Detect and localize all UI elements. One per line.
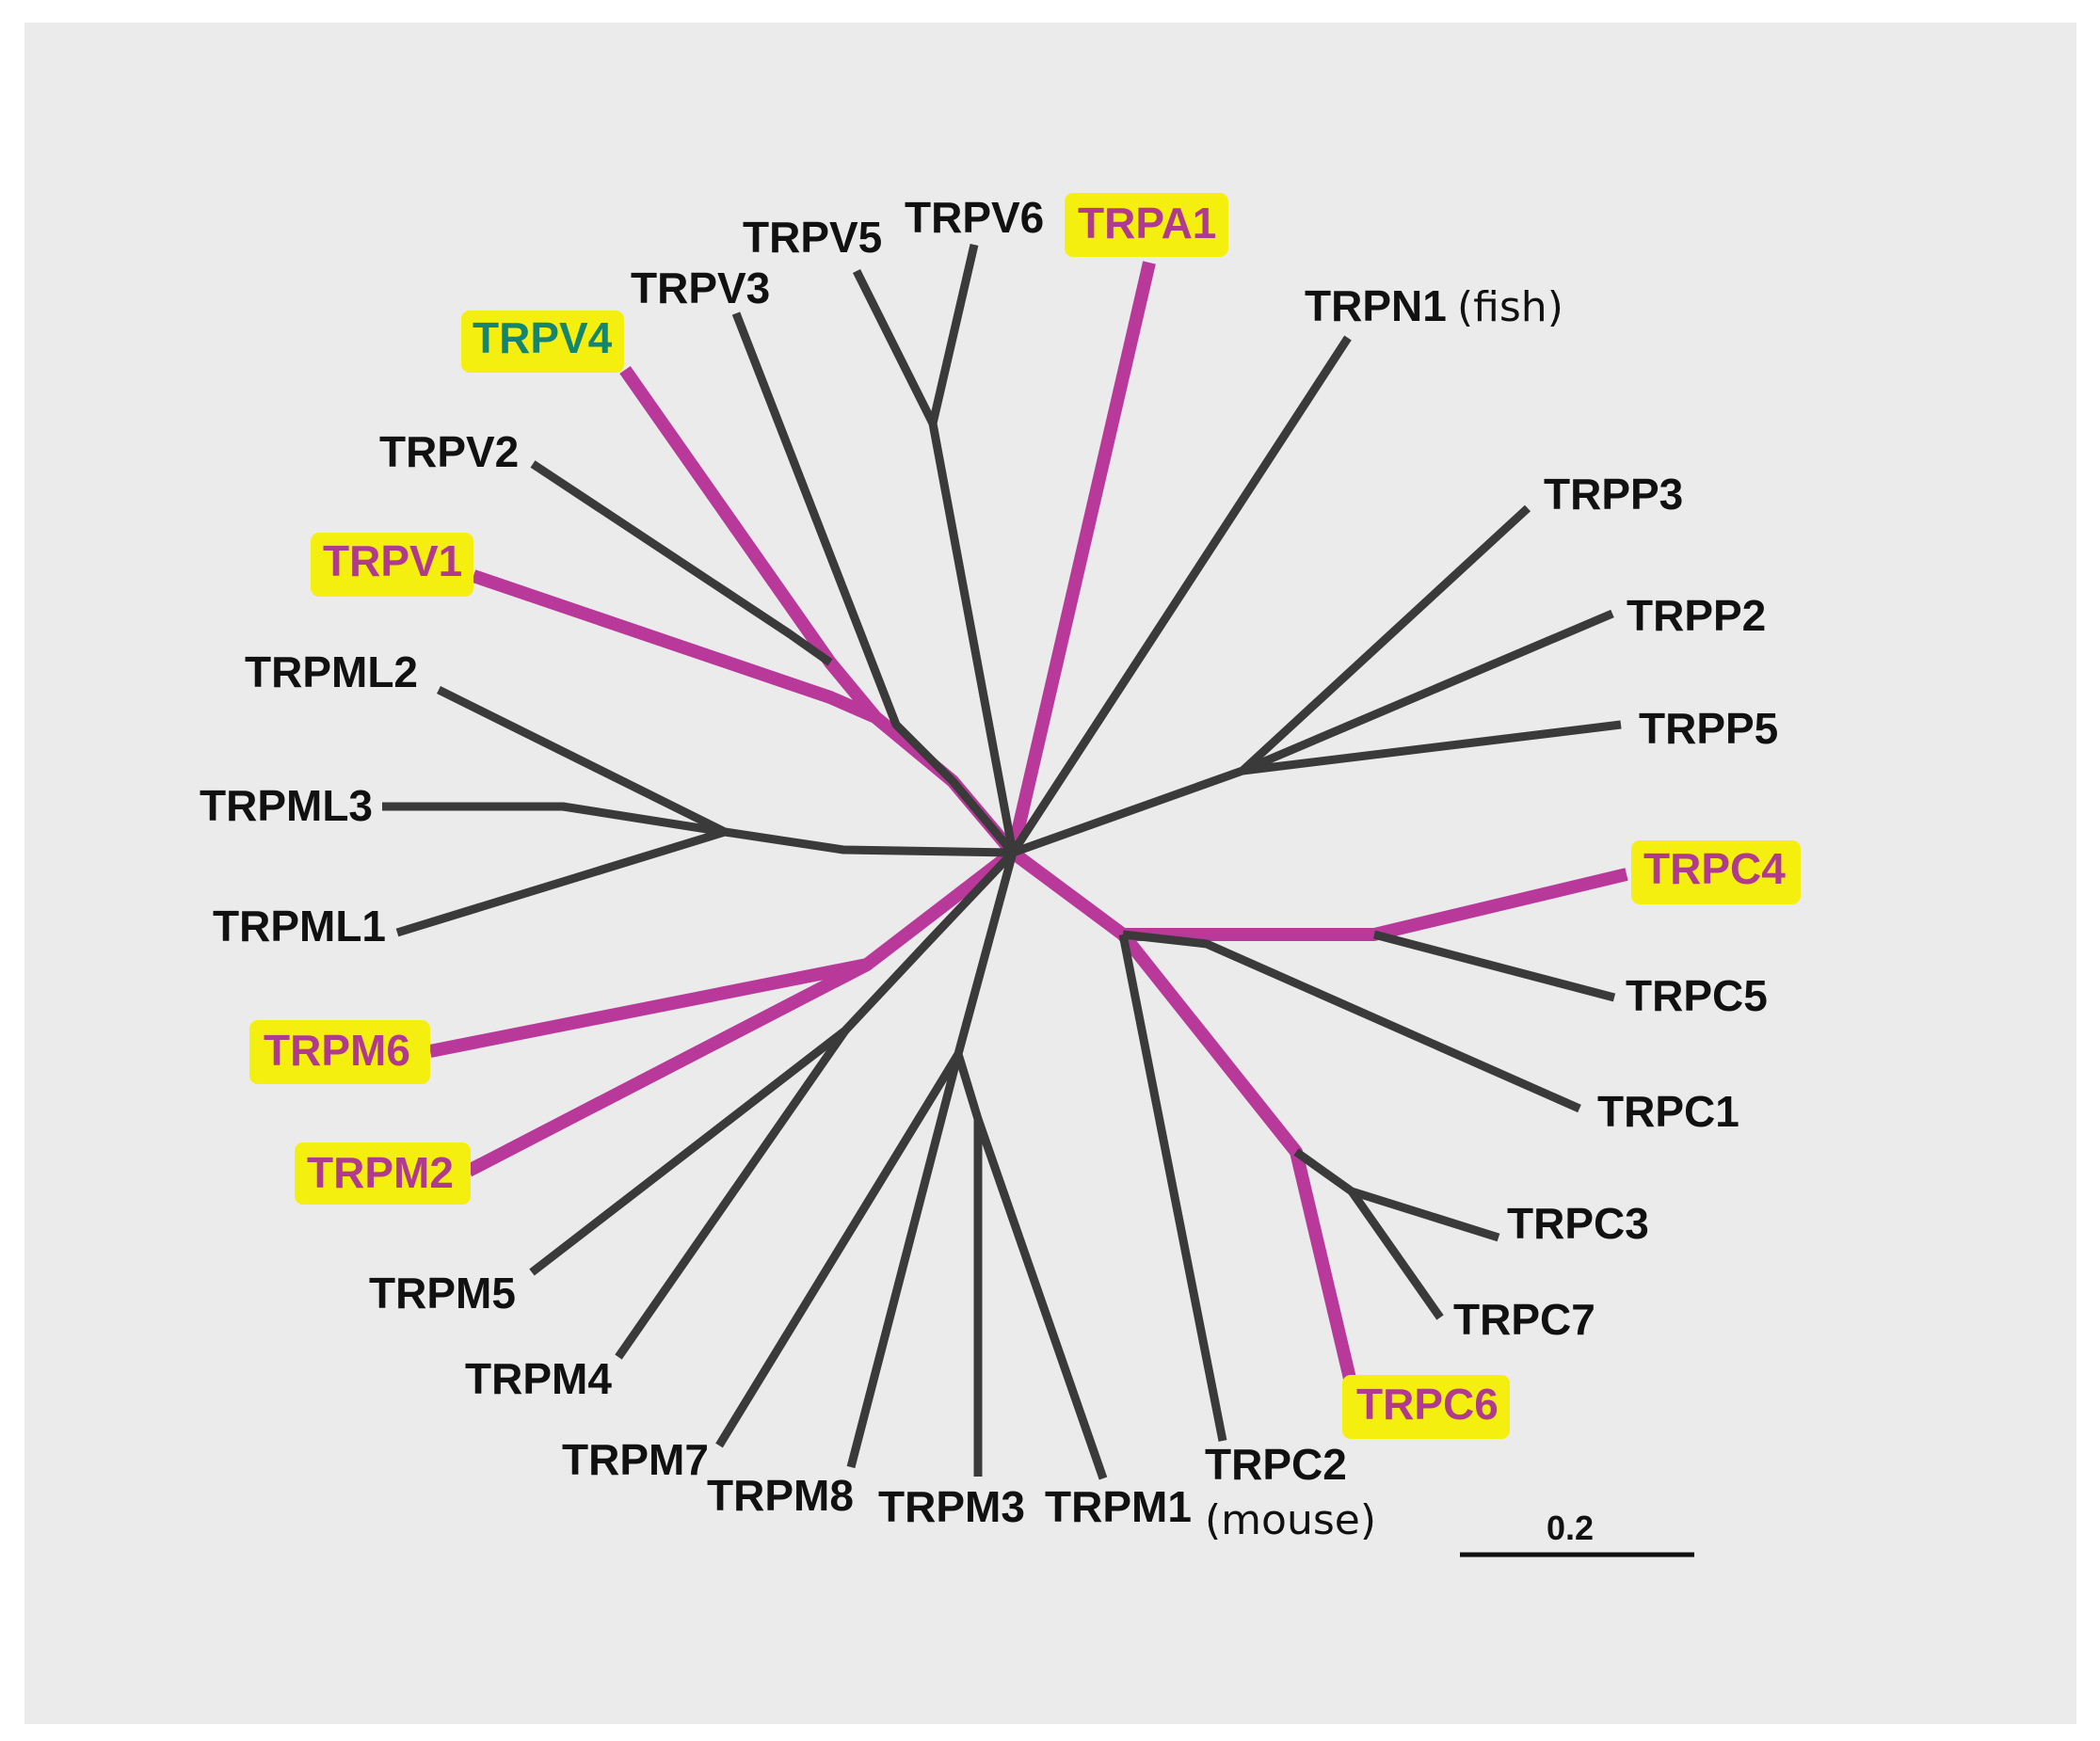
leaf-label-trpv4: TRPV4 xyxy=(473,313,613,362)
leaf-label-trpc7: TRPC7 xyxy=(1453,1295,1595,1344)
branch-trpa1 xyxy=(1006,261,1156,855)
leaf-note-trpc2: (mouse) xyxy=(1205,1496,1376,1544)
leaf-label-trpc4: TRPC4 xyxy=(1643,844,1786,893)
leaf-label-trpm8: TRPM8 xyxy=(707,1471,854,1520)
highlight-box-trpv1 xyxy=(311,533,473,597)
branch-trpc1 xyxy=(1122,930,1581,1113)
branch-trpv1 xyxy=(471,569,878,724)
highlight-box-trpc6 xyxy=(1342,1375,1510,1439)
branch-trpml2 xyxy=(436,685,728,837)
leaf-label-trpc2: TRPC2 xyxy=(1205,1440,1347,1489)
leaf-label-trpc1: TRPC1 xyxy=(1597,1087,1739,1136)
branch-trpm4 xyxy=(615,1028,849,1360)
branch-trpv5 xyxy=(852,268,938,426)
leaf-label-trpn1: TRPN1 xyxy=(1305,281,1447,330)
leaf-label-trpc3: TRPC3 xyxy=(1507,1199,1649,1248)
branch-trpv3 xyxy=(731,311,1017,855)
branch-trpp2 xyxy=(1241,609,1614,775)
branch-trpp5 xyxy=(1242,720,1622,775)
leaf-label-trpv1: TRPV1 xyxy=(323,536,462,585)
leaf-label-trpv3: TRPV3 xyxy=(631,264,770,312)
branch-trpm8 xyxy=(846,1052,963,1469)
highlight-box-trpm6 xyxy=(249,1020,430,1084)
branch-trpc2 xyxy=(1118,934,1227,1442)
leaf-label-trpp5: TRPP5 xyxy=(1639,704,1778,753)
leaf-label-trpc6: TRPC6 xyxy=(1356,1380,1499,1429)
leaf-label-trpml2: TRPML2 xyxy=(245,647,418,696)
leaf-label-trpp2: TRPP2 xyxy=(1627,591,1766,640)
leaf-label-trpm1: TRPM1 xyxy=(1045,1482,1192,1531)
leaf-label-trpml1: TRPML1 xyxy=(213,902,386,950)
branch-trpm2 xyxy=(465,958,871,1177)
highlight-box-trpa1 xyxy=(1065,193,1228,257)
leaf-label-trpm5: TRPM5 xyxy=(369,1269,516,1318)
leaf-label-trpc5: TRPC5 xyxy=(1626,971,1768,1020)
branch-trpm1 xyxy=(973,1117,1108,1480)
highlight-box-trpv4 xyxy=(461,311,624,373)
leaf-label-trpm2: TRPM2 xyxy=(307,1148,454,1197)
leaf-label-trpp3: TRPP3 xyxy=(1544,470,1683,519)
branch-trpc4 xyxy=(1008,847,1628,941)
highlight-box-trpm2 xyxy=(295,1142,471,1205)
branch-trpml1 xyxy=(395,827,727,937)
branch-trpn1 xyxy=(1009,335,1352,855)
highlight-box-trpc4 xyxy=(1631,840,1801,904)
leaf-label-trpv6: TRPV6 xyxy=(905,193,1044,242)
branch-trpc7 xyxy=(1348,1189,1444,1320)
leaf-note-trpn1: (fish) xyxy=(1457,283,1563,331)
leaf-label-trpm7: TRPM7 xyxy=(562,1435,709,1484)
branch-trpv2 xyxy=(530,460,833,666)
leaf-label-trpm6: TRPM6 xyxy=(264,1026,410,1075)
highlight-boxes xyxy=(249,193,1801,1439)
leaf-label-trpa1: TRPA1 xyxy=(1078,199,1216,248)
leaf-label-trpm4: TRPM4 xyxy=(465,1354,612,1403)
scale-bar-label: 0.2 xyxy=(1547,1509,1594,1547)
tree-branches xyxy=(382,243,1628,1480)
branch-trpm5 xyxy=(529,849,1017,1276)
leaf-label-trpv5: TRPV5 xyxy=(743,213,882,262)
branch-trpc5 xyxy=(1372,930,1616,1002)
scale-bar: 0.2 xyxy=(1460,1509,1694,1557)
leaf-label-trpml3: TRPML3 xyxy=(200,781,373,830)
leaf-label-trpm3: TRPM3 xyxy=(878,1482,1025,1531)
leaf-label-trpv2: TRPV2 xyxy=(379,427,519,476)
